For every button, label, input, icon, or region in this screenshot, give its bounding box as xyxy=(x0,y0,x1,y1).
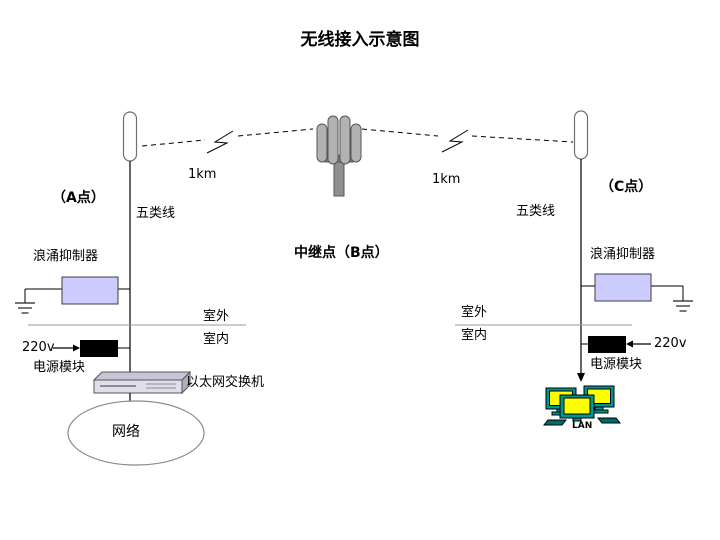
label-indoor-left: 室内 xyxy=(203,332,230,347)
label-cat5-right: 五类线 xyxy=(516,204,556,219)
radio-link-right xyxy=(361,128,574,153)
surge-suppressor-right xyxy=(581,273,684,302)
label-distance-left: 1km xyxy=(188,167,217,182)
ground-symbol-right xyxy=(673,300,693,312)
label-surge-right: 浪涌抑制器 xyxy=(590,247,656,262)
label-cat5-left: 五类线 xyxy=(136,206,176,221)
label-point-c: （C点） xyxy=(600,179,653,195)
keyboard-icon xyxy=(542,419,568,426)
label-point-a: （A点） xyxy=(52,190,105,206)
label-network-cloud: 网络 xyxy=(112,424,140,440)
label-distance-right: 1km xyxy=(432,172,461,187)
label-relay-b: 中继点（B点） xyxy=(294,245,389,261)
ethernet-switch-graphic xyxy=(92,370,192,395)
repeater-antenna xyxy=(316,115,362,197)
label-power-module-left: 电源模块 xyxy=(33,360,86,375)
ground-symbol-left xyxy=(15,302,35,314)
label-indoor-right: 室内 xyxy=(461,328,488,343)
keyboard-icon xyxy=(596,417,622,424)
power-module-left-box xyxy=(53,340,130,357)
label-outdoor-right: 室外 xyxy=(461,305,488,320)
label-ethernet-switch: 以太网交换机 xyxy=(186,375,265,390)
surge-suppressor-left xyxy=(24,276,130,305)
label-voltage-right: 220v xyxy=(654,336,687,351)
label-power-module-right: 电源模块 xyxy=(590,357,643,372)
diagram-title: 无线接入示意图 xyxy=(300,30,420,50)
radio-link-left xyxy=(141,128,314,154)
arrow-left-icon xyxy=(626,340,633,348)
antenna-c xyxy=(573,110,589,160)
label-voltage-left: 220v xyxy=(22,340,55,355)
lan-computers xyxy=(542,385,622,426)
arrow-down-to-lan xyxy=(577,373,585,382)
antenna-a xyxy=(122,111,138,162)
network-cloud-shape xyxy=(67,400,205,466)
label-surge-left: 浪涌抑制器 xyxy=(33,249,99,264)
label-outdoor-left: 室外 xyxy=(203,309,230,324)
arrow-right-icon xyxy=(73,344,80,352)
power-module-right-box xyxy=(581,336,651,353)
monitor-icon xyxy=(559,394,595,422)
label-lan: LAN xyxy=(572,421,593,431)
